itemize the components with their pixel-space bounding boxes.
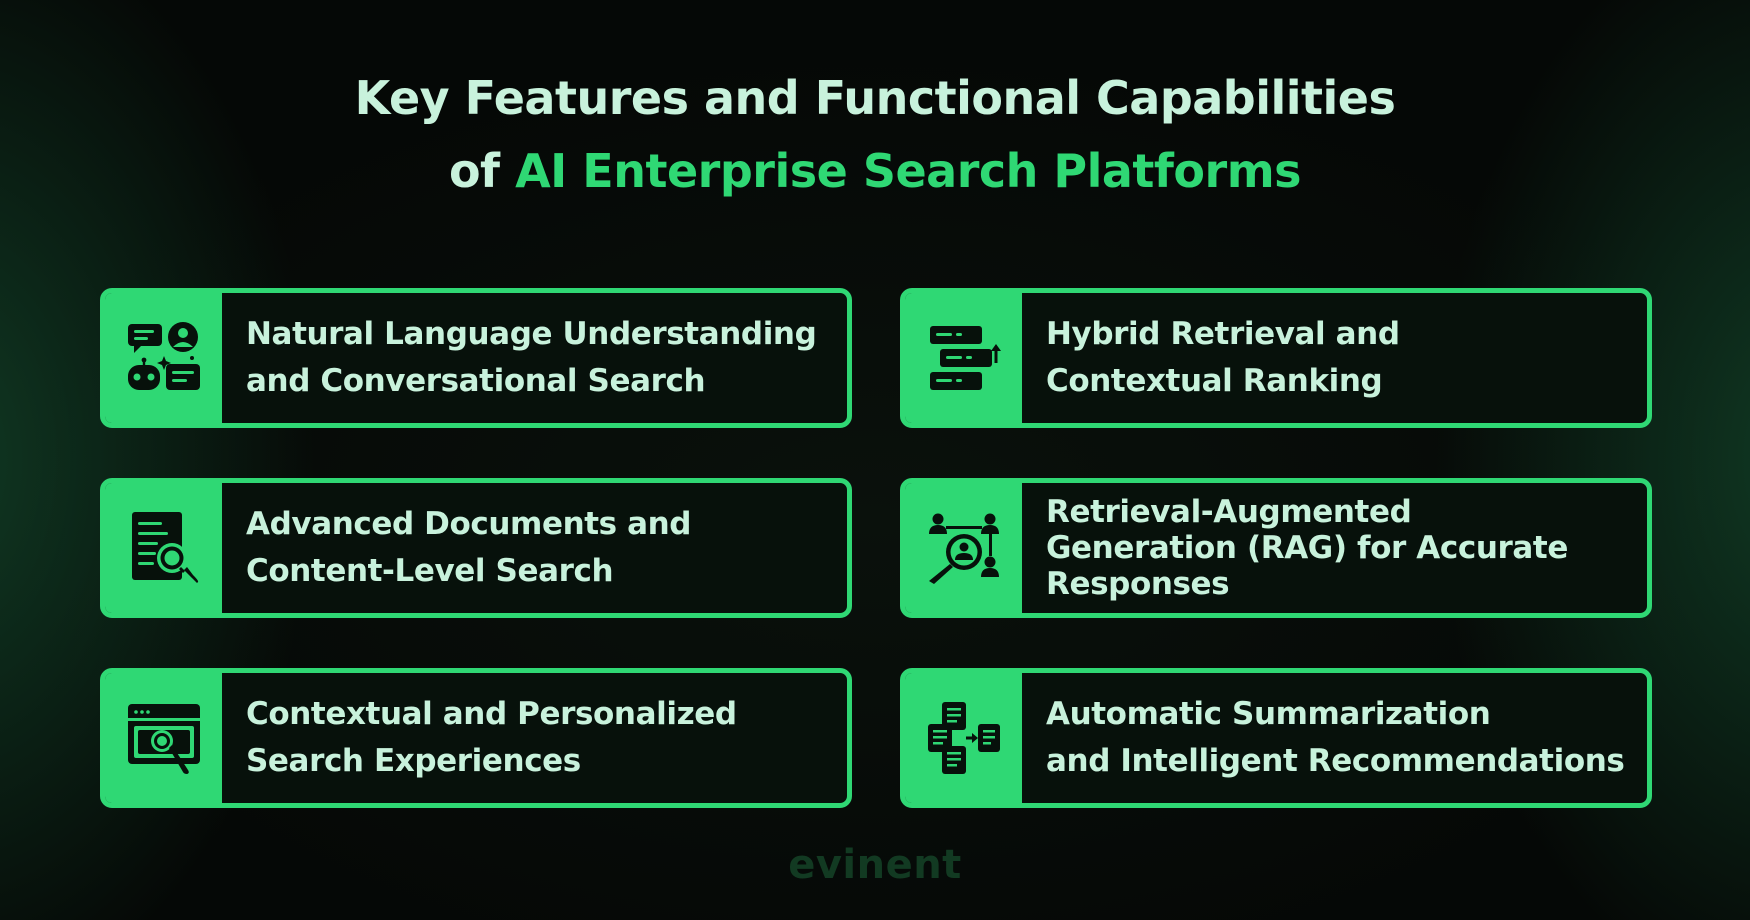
feature-icon-box xyxy=(905,293,1022,423)
title-line-2: of AI Enterprise Search Platforms xyxy=(0,135,1750,208)
browser-search-icon xyxy=(127,704,200,774)
feature-card-hybrid-retrieval: Hybrid Retrieval and Contextual Ranking xyxy=(900,288,1652,428)
document-search-icon xyxy=(131,512,198,583)
feature-card-contextual-personalized: Contextual and Personalized Search Exper… xyxy=(100,668,852,808)
brand-logo: evinent xyxy=(788,842,962,888)
chat-robot-user-icon xyxy=(127,322,200,390)
title-line-1: Key Features and Functional Capabilities xyxy=(354,71,1396,125)
title-line-2-prefix: of xyxy=(448,144,516,198)
feature-card-advanced-documents: Advanced Documents and Content-Level Sea… xyxy=(100,478,852,618)
feature-icon-box xyxy=(105,673,222,803)
feature-icon-box xyxy=(105,293,222,423)
feature-label: Contextual and Personalized Search Exper… xyxy=(246,696,737,779)
feature-card-natural-language: Natural Language Understanding and Conve… xyxy=(100,288,852,428)
ranking-list-icon xyxy=(929,326,1001,390)
documents-summary-icon xyxy=(927,702,1000,774)
feature-label: Advanced Documents and Content-Level Sea… xyxy=(246,506,692,589)
feature-icon-box xyxy=(105,483,222,613)
people-network-search-icon xyxy=(928,513,999,584)
feature-label: Automatic Summarization and Intelligent … xyxy=(1046,696,1625,779)
feature-icon-box xyxy=(905,483,1022,613)
feature-card-rag: Retrieval-Augmented Generation (RAG) for… xyxy=(900,478,1652,618)
title-accent: AI Enterprise Search Platforms xyxy=(515,144,1302,198)
feature-label: Retrieval-Augmented Generation (RAG) for… xyxy=(1046,494,1568,602)
feature-label: Hybrid Retrieval and Contextual Ranking xyxy=(1046,316,1400,399)
feature-label: Natural Language Understanding and Conve… xyxy=(246,316,817,399)
feature-card-summarization: Automatic Summarization and Intelligent … xyxy=(900,668,1652,808)
page-title: Key Features and Functional Capabilities… xyxy=(0,62,1750,208)
feature-icon-box xyxy=(905,673,1022,803)
